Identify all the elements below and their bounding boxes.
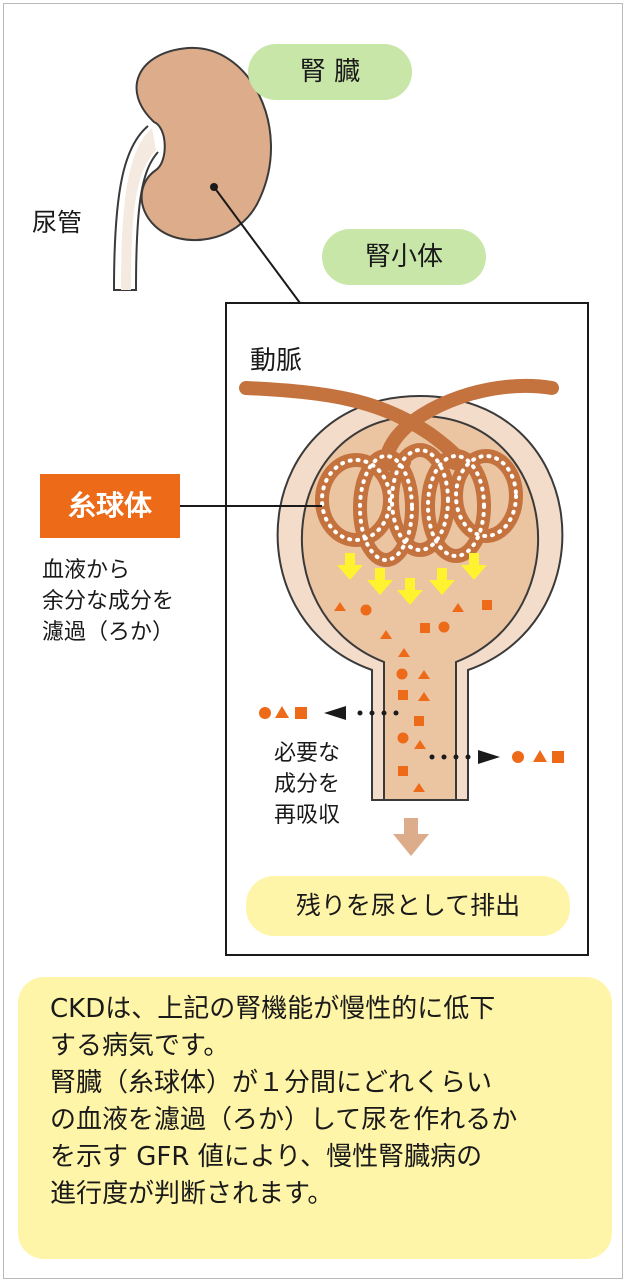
filter-text-line: 血液から <box>42 558 131 583</box>
note-line: 腎臓（糸球体）が１分間にどれくらい <box>50 1068 493 1098</box>
note-line: CKDは、上記の腎機能が慢性的に低下 <box>50 994 496 1024</box>
artery-label: 動脈 <box>250 346 303 376</box>
ureter-inner <box>121 128 156 290</box>
filter-text-line: 余分な成分を <box>42 589 175 614</box>
reabsorb-text-line: 必要な <box>274 741 341 766</box>
reabsorb-text: 必要な 成分を 再吸収 <box>274 738 340 831</box>
excretion-arrow-icon <box>393 818 429 856</box>
glomerulus-label: 糸球体 <box>40 474 180 538</box>
kidney-label: 腎 臓 <box>248 44 412 100</box>
glomerulus-pores <box>320 448 518 562</box>
note-line: の血液を濾過（ろか）して尿を作れるか <box>50 1105 518 1135</box>
reabsorb-text-line: 成分を <box>274 772 341 797</box>
filter-text-line: 濾過（ろか） <box>42 620 175 645</box>
figure-frame <box>3 3 623 1279</box>
filter-text: 血液から 余分な成分を 濾過（ろか） <box>42 555 174 648</box>
nephron-label: 腎小体 <box>322 229 486 285</box>
filtration-arrow-icon <box>337 553 487 605</box>
reabsorb-text-line: 再吸収 <box>274 803 341 828</box>
excrete-label: 残りを尿として排出 <box>246 876 570 936</box>
kidney-leader-line <box>213 186 301 304</box>
particle-square-icon <box>420 623 430 633</box>
filtered-particles <box>334 600 492 792</box>
reabsorption-right <box>429 750 564 764</box>
note-line: を示す GFR 値により、慢性腎臓病の <box>50 1142 483 1172</box>
note-line: 進行度が判断されます。 <box>50 1179 334 1209</box>
particle-triangle-icon <box>334 602 346 611</box>
ckd-note: CKDは、上記の腎機能が慢性的に低下 する病気です。 腎臓（糸球体）が１分間にど… <box>18 977 612 1259</box>
particle-circle-icon <box>360 604 372 616</box>
kidney-shape <box>135 46 272 242</box>
ureter-label: 尿管 <box>32 208 83 237</box>
note-line: する病気です。 <box>50 1031 230 1061</box>
reabsorption-left <box>259 706 399 720</box>
